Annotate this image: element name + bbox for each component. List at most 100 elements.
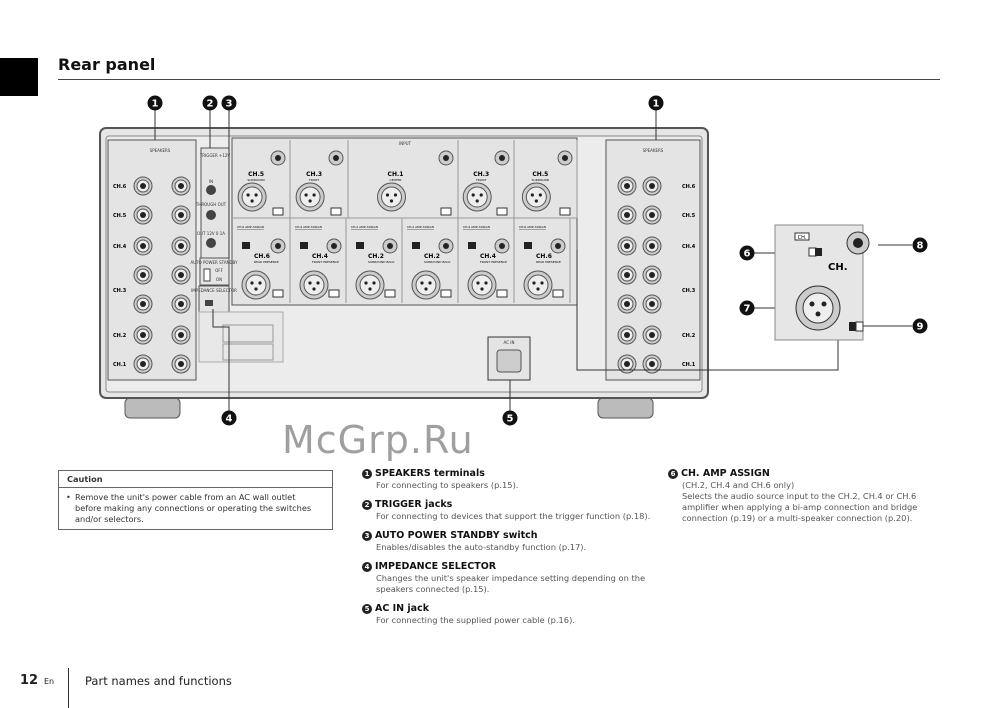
- speaker-terminal-minus-hole: [178, 183, 184, 189]
- xlr-pin: [428, 281, 432, 285]
- speaker-terminal-minus-hole: [624, 243, 630, 249]
- xlr-face: [299, 186, 321, 208]
- speakers-label-left: SPEAKERS: [150, 148, 171, 153]
- item-title: TRIGGER jacks: [375, 499, 453, 510]
- input-select-switch: [552, 289, 564, 298]
- callout-number: 2: [207, 99, 214, 110]
- speaker-channel-label: CH.2: [113, 333, 127, 339]
- speaker-channel-label: CH.6: [682, 184, 696, 190]
- speaker-terminal-plus-hole: [649, 332, 655, 338]
- item-title: SPEAKERS terminals: [375, 468, 485, 479]
- number-badge-icon: 4: [362, 561, 372, 572]
- off-label: OFF: [215, 268, 223, 273]
- speaker-terminal-minus-hole: [178, 301, 184, 307]
- xlr-pin: [385, 193, 390, 197]
- speaker-terminal-plus-hole: [649, 361, 655, 367]
- speaker-terminal-minus-hole: [624, 361, 630, 367]
- input-sub-label: FRONT: [309, 178, 319, 182]
- xlr-pin: [250, 199, 254, 203]
- trigger-through-label: THROUGH OUT: [195, 202, 227, 207]
- ac-in-jack: [496, 349, 522, 373]
- rca-pin: [331, 243, 337, 249]
- speaker-terminal-minus-hole: [624, 272, 630, 278]
- input-sub-label: SURROUND: [247, 178, 265, 182]
- xlr-pin: [308, 199, 312, 203]
- xlr-pin: [312, 287, 316, 291]
- xlr-pin: [471, 193, 475, 197]
- detail-xlr-face: [802, 292, 834, 324]
- input-channel-label: CH.6: [536, 253, 552, 260]
- speaker-terminal-plus-hole: [140, 183, 146, 189]
- xlr-pin: [393, 193, 398, 197]
- language-label: En: [44, 677, 55, 686]
- impedance-selector-switch[interactable]: [205, 300, 213, 306]
- xlr-pin: [476, 281, 480, 285]
- number-badge-icon: 6: [668, 468, 678, 479]
- rca-pin: [499, 243, 505, 249]
- auto-power-switch[interactable]: [203, 268, 211, 282]
- trigger-out-jack: [206, 238, 216, 248]
- xlr-pin: [534, 199, 538, 203]
- amp-assign-label: CH.6 AMP ASSIGN: [519, 225, 546, 229]
- item-note: (CH.2, CH.4 and CH.6 only): [682, 480, 795, 490]
- xlr-face: [525, 186, 547, 208]
- xlr-pin: [308, 281, 312, 285]
- label-plate-slot: [222, 324, 274, 343]
- detail-input-switch-knob: [849, 322, 856, 331]
- caution-text: Remove the unit's power cable from an AC…: [59, 488, 332, 525]
- trigger-in-jack: [206, 185, 216, 195]
- xlr-face: [527, 274, 549, 296]
- speaker-terminal-plus-hole: [140, 272, 146, 278]
- xlr-pin: [246, 193, 250, 197]
- xlr-pin: [316, 281, 320, 285]
- xlr-pin: [420, 281, 424, 285]
- speaker-channel-label: CH.4: [682, 244, 696, 250]
- label-plate: [198, 311, 284, 363]
- input-sub-label: SURROUND BACK: [424, 260, 451, 264]
- item-text: For connecting to speakers (p.15).: [376, 480, 519, 490]
- amp-assign-label: CH.4 AMP ASSIGN: [463, 225, 490, 229]
- xlr-pin: [475, 199, 479, 203]
- number-badge-icon: 1: [362, 468, 372, 479]
- watermark: McGrp.Ru: [282, 418, 474, 462]
- xlr-face: [471, 274, 493, 296]
- trigger-label: TRIGGER +12V: [199, 153, 231, 158]
- amp-assign-switch: [524, 242, 532, 249]
- item-text: Changes the unit's speaker impedance set…: [376, 573, 646, 594]
- speaker-channel-label: CH.3: [113, 288, 127, 294]
- detail-switch-frame: [794, 232, 810, 241]
- rca-pin: [499, 155, 505, 161]
- speaker-terminal-minus-hole: [178, 243, 184, 249]
- xlr-face: [303, 274, 325, 296]
- detail-rca-pin: [853, 238, 863, 248]
- trigger-panel: [200, 147, 230, 259]
- on-label: ON: [216, 277, 222, 282]
- input-sub-label: FRONT: [476, 178, 486, 182]
- callout-5-icon: [502, 410, 518, 426]
- input-select-switch: [328, 289, 340, 298]
- xlr-pin: [540, 281, 544, 285]
- input-sub-label: SURROUND: [532, 178, 550, 182]
- auto-power-label: AUTO POWER STANDBY: [190, 260, 238, 265]
- xlr-pin: [530, 193, 534, 197]
- xlr-pin: [538, 193, 542, 197]
- number-badge-icon: 5: [362, 603, 372, 614]
- callout-number: 7: [744, 304, 751, 315]
- amp-assign-switch: [356, 242, 364, 249]
- speaker-terminal-plus-hole: [140, 361, 146, 367]
- input-channel-label: CH.6: [254, 253, 270, 260]
- input-sub-label: FRONT PRESENCE: [312, 260, 339, 264]
- item-text: Selects the audio source input to the CH…: [682, 491, 918, 523]
- trigger-out-label: OUT 12V 0.1A: [197, 231, 225, 236]
- speaker-terminal-plus-hole: [140, 212, 146, 218]
- amp-assign-label: CH.2 AMP ASSIGN: [351, 225, 378, 229]
- input-sub-label: CENTER: [389, 178, 401, 182]
- xlr-pin: [809, 301, 815, 307]
- amp-assign-switch: [242, 242, 250, 249]
- input-select-switch: [496, 207, 508, 216]
- input-sub-label: REAR PRESENCE: [536, 260, 561, 264]
- input-channel-label: CH.5: [248, 171, 264, 178]
- speaker-terminal-minus-hole: [624, 183, 630, 189]
- speaker-channel-label: CH.3: [682, 288, 696, 294]
